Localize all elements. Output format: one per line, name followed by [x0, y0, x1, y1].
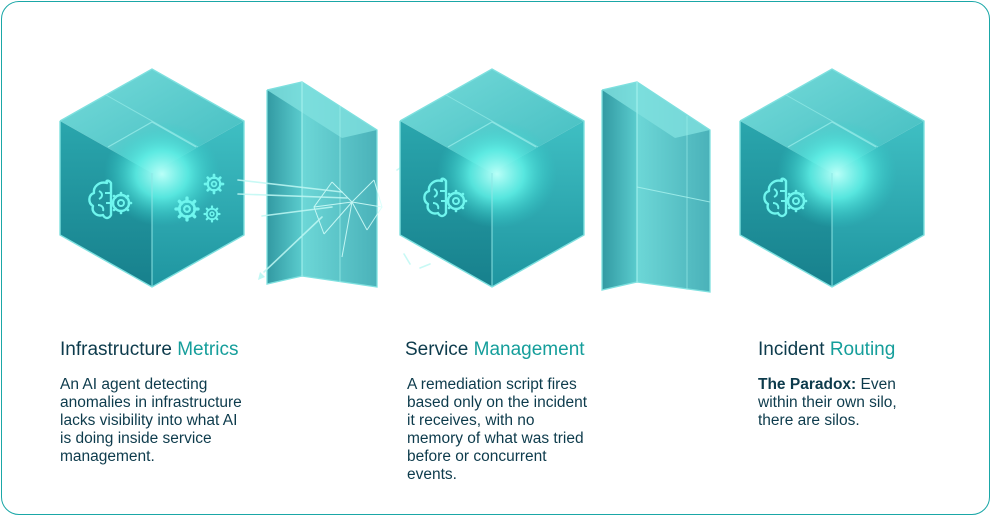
column-title: Incident Routing [758, 339, 896, 360]
silo-cube-incident-routing [739, 68, 925, 288]
silo-cube-infrastructure [59, 68, 245, 288]
column-infrastructure: Infrastructure Metrics An AI agent detec… [60, 338, 320, 466]
column-description: The Paradox: Even within their own silo,… [758, 376, 897, 429]
paradox-label: The Paradox: [758, 376, 857, 393]
silo-wall [601, 81, 711, 293]
column-description: An AI agent detecting anomalies in infra… [60, 376, 242, 465]
column-title: Service Management [405, 339, 585, 360]
silo-cube-service-management [399, 68, 585, 288]
column-title: Infrastructure Metrics [60, 339, 239, 360]
silo-illustration [59, 68, 925, 293]
column-description: A remediation script fires based only on… [407, 376, 588, 483]
column-incident-routing: Incident Routing The Paradox: Even withi… [758, 338, 978, 430]
column-service-management: Service Management A remediation script … [405, 338, 665, 484]
shattered-wall [237, 81, 431, 288]
